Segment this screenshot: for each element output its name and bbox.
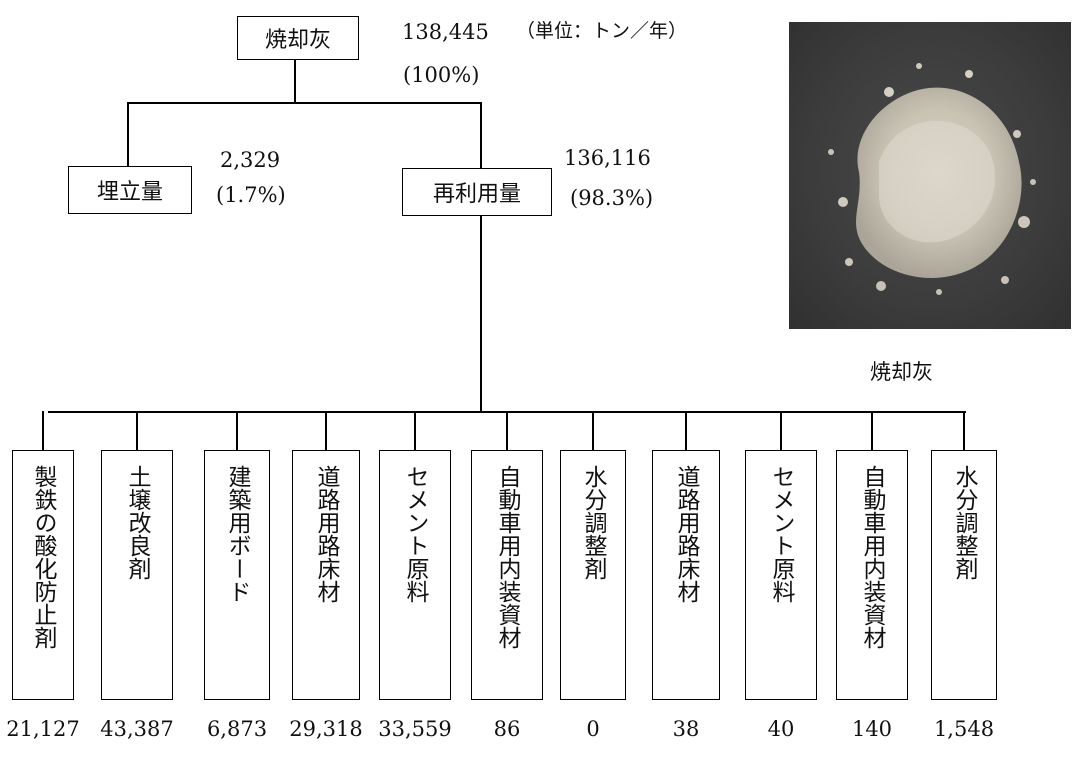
use-value: 21,127: [6, 717, 80, 741]
connector-use-3: [236, 411, 238, 451]
connector-use-10: [871, 411, 873, 451]
use-node-box: 土壌改良剤: [101, 450, 173, 700]
use-value: 6,873: [206, 717, 268, 741]
landfill-node-box: 埋立量: [68, 166, 192, 214]
reuse-node-label: 再利用量: [432, 182, 521, 207]
use-node-label: セメント原料: [402, 465, 428, 603]
landfill-amount: 2,329: [220, 148, 281, 172]
use-node-box: 道路用路床材: [292, 450, 360, 700]
connector-use-1: [42, 411, 44, 451]
use-node-box: 水分調整剤: [560, 450, 626, 700]
use-value: 140: [851, 717, 893, 741]
connector-use-7: [592, 411, 594, 451]
reuse-percent: (98.3%): [570, 186, 654, 210]
use-value: 43,387: [100, 717, 174, 741]
use-node-label: 自動車用内装資材: [494, 465, 520, 649]
connector-level1-horizontal: [127, 102, 482, 104]
use-node-label: 道路用路床材: [313, 465, 339, 603]
connector-use-2: [136, 411, 138, 451]
connector-reuse-to-uses: [480, 216, 482, 412]
landfill-node-label: 埋立量: [96, 180, 163, 205]
use-node-label: 水分調整剤: [580, 465, 606, 580]
photo-caption: 焼却灰: [870, 360, 933, 384]
connector-use-11: [963, 411, 965, 451]
use-node-box: 製鉄の酸化防止剤: [12, 450, 74, 700]
root-amount: 138,445: [402, 20, 489, 44]
use-value: 38: [672, 717, 700, 741]
use-node-box: セメント原料: [379, 450, 451, 700]
reuse-node-box: 再利用量: [402, 168, 552, 216]
use-value: 40: [767, 717, 795, 741]
connector-use-5: [414, 411, 416, 451]
use-value: 33,559: [378, 717, 452, 741]
connector-reuse-down: [480, 102, 482, 168]
connector-landfill-down: [127, 102, 129, 166]
use-node-box: 自動車用内装資材: [836, 450, 908, 700]
use-node-box: セメント原料: [745, 450, 817, 700]
use-node-box: 建築用ボード: [204, 450, 270, 700]
use-node-box: 自動車用内装資材: [471, 450, 543, 700]
connector-use-4: [325, 411, 327, 451]
use-node-label: 建築用ボード: [224, 465, 250, 603]
connector-use-6: [506, 411, 508, 451]
ash-pile-image: [828, 63, 1036, 295]
use-value: 1,548: [933, 717, 995, 741]
use-node-label: 道路用路床材: [673, 465, 699, 603]
use-node-label: 水分調整剤: [951, 465, 977, 580]
use-node-label: 製鉄の酸化防止剤: [30, 465, 56, 649]
connector-root-down: [294, 60, 296, 103]
root-node-box: 焼却灰: [237, 16, 359, 60]
root-node-label: 焼却灰: [264, 28, 331, 53]
use-value: 0: [586, 717, 600, 741]
connector-use-8: [685, 411, 687, 451]
use-value: 86: [493, 717, 521, 741]
unit-note: （単位：トン／年）: [516, 20, 688, 42]
incineration-ash-photo: [789, 22, 1071, 329]
use-node-label: 自動車用内装資材: [859, 465, 885, 649]
use-node-box: 水分調整剤: [931, 450, 997, 700]
connector-use-9: [780, 411, 782, 451]
landfill-percent: (1.7%): [216, 183, 286, 207]
use-node-box: 道路用路床材: [652, 450, 720, 700]
use-value: 29,318: [289, 717, 363, 741]
use-node-label: セメント原料: [768, 465, 794, 603]
reuse-amount: 136,116: [564, 146, 651, 170]
use-node-label: 土壌改良剤: [124, 465, 150, 580]
root-percent: (100%): [403, 63, 480, 87]
